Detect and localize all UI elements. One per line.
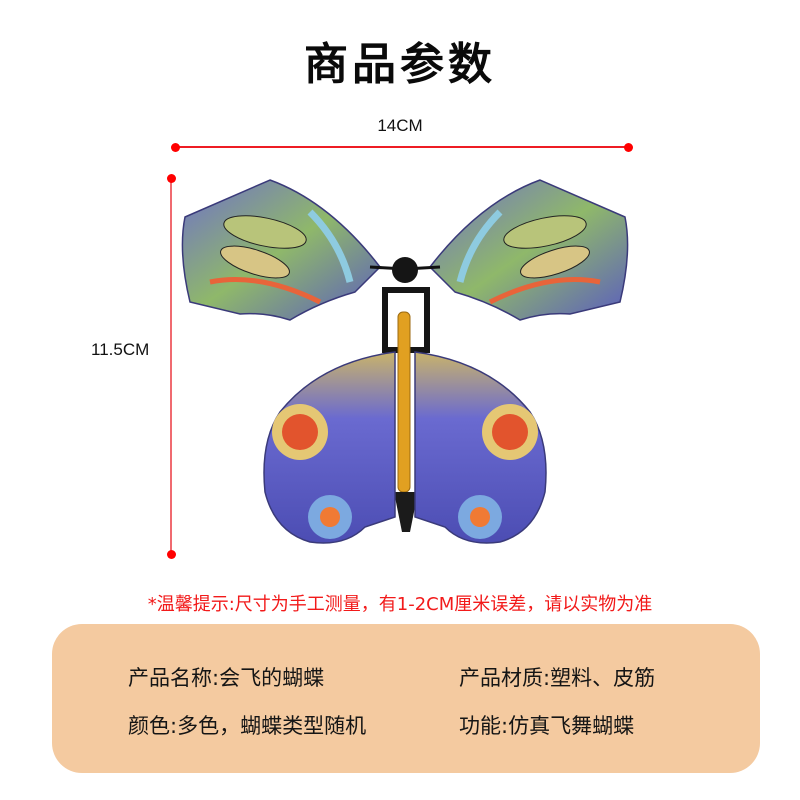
butterfly-toy-illustration [181, 179, 629, 544]
spec-product-name: 产品名称:会飞的蝴蝶 [128, 666, 325, 690]
height-line-start-dot [167, 174, 176, 183]
height-line-end-dot [167, 550, 176, 559]
lower-left-wing [263, 351, 396, 544]
width-line-end-dot [624, 143, 633, 152]
specs-card: 产品名称:会飞的蝴蝶 产品材质:塑料、皮筋 颜色:多色，蝴蝶类型随机 功能:仿真… [52, 624, 760, 773]
spec-color: 颜色:多色，蝴蝶类型随机 [128, 714, 367, 738]
spec-function: 功能:仿真飞舞蝴蝶 [459, 714, 635, 738]
width-line-start-dot [171, 143, 180, 152]
lower-right-wing [414, 351, 547, 544]
width-dimension-line [175, 146, 628, 148]
upper-right-wing [429, 179, 629, 321]
height-dimension-label: 11.5CM [91, 340, 150, 359]
product-image [170, 172, 640, 572]
width-dimension-label: 14CM [377, 116, 423, 135]
measurement-note: *温馨提示:尺寸为手工测量，有1-2CM厘米误差，请以实物为准 [147, 594, 653, 615]
height-dimension-line [170, 180, 172, 552]
upper-left-wing [181, 179, 381, 321]
spec-material: 产品材质:塑料、皮筋 [459, 666, 656, 690]
wire-frame [369, 257, 441, 532]
page-title: 商品参数 [304, 39, 496, 90]
